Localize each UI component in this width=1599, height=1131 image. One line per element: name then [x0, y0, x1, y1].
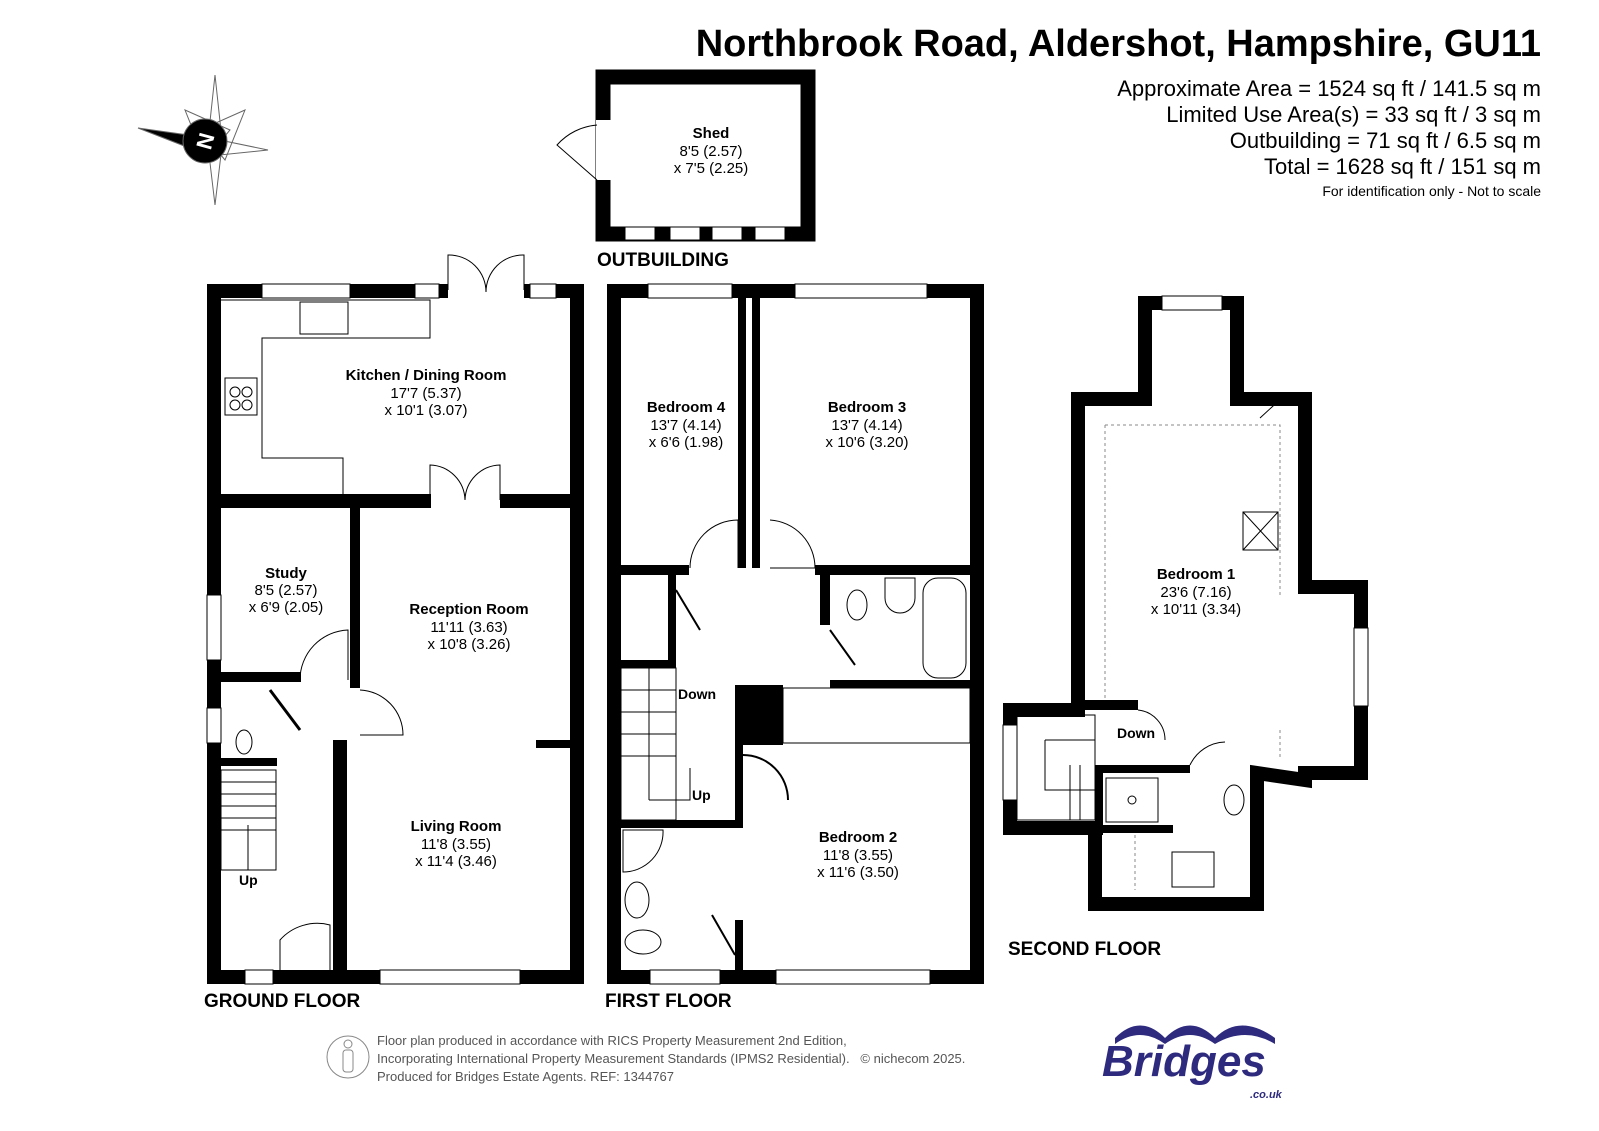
study-dim2: x 6'9 (2.05) [249, 599, 324, 616]
approximate-area: Approximate Area = 1524 sq ft / 141.5 sq… [1117, 76, 1541, 101]
first-stairs [620, 667, 691, 821]
ground-stairs [220, 769, 277, 871]
limited-use-area: Limited Use Area(s) = 33 sq ft / 3 sq m [1166, 102, 1541, 127]
bedroom1-name: Bedroom 1 [1157, 566, 1235, 583]
reception-dim2: x 10'8 (3.26) [428, 636, 511, 653]
study-name: Study [265, 565, 307, 582]
outbuilding-plan: Shed 8'5 (2.57) x 7'5 (2.25) OUTBUILDING [556, 69, 816, 271]
shed-name: Shed [693, 125, 730, 142]
bedroom2-dim2: x 11'6 (3.50) [817, 864, 899, 881]
logo-domain: .co.uk [1250, 1089, 1283, 1101]
second-floor-plan: Down Bedroom 1 23'6 (7.16) x 10'11 (3.34… [1002, 295, 1369, 960]
outbuilding-label: OUTBUILDING [597, 250, 729, 271]
bedroom4-name: Bedroom 4 [647, 399, 726, 416]
bridges-logo: Bridges .co.uk [1100, 1018, 1300, 1107]
footer-line-3: Produced for Bridges Estate Agents. REF:… [377, 1069, 675, 1084]
reception-dim1: 11'11 (3.63) [430, 619, 507, 636]
ground-floor-plan: Up Kitchen / Dining Room 17'7 (5.37) x 1… [204, 254, 584, 1012]
ground-floor-label: GROUND FLOOR [204, 991, 360, 1012]
second-stairs [1016, 714, 1096, 821]
footer-line-1: Floor plan produced in accordance with R… [377, 1033, 847, 1048]
area-summary: Approximate Area = 1524 sq ft / 141.5 sq… [1117, 76, 1541, 202]
bedroom2-name: Bedroom 2 [819, 829, 897, 846]
kitchen-dim2: x 10'1 (3.07) [385, 402, 468, 419]
study-dim1: 8'5 (2.57) [255, 582, 318, 599]
first-floor-plan: Down Up Bedroom 4 13'7 (4.14) x 6'6 (1.9… [605, 283, 984, 1012]
page-title: Northbrook Road, Aldershot, Hampshire, G… [695, 23, 1541, 65]
kitchen-dim1: 17'7 (5.37) [390, 385, 461, 402]
copyright: © nichecom 2025. [860, 1051, 966, 1066]
kitchen-name: Kitchen / Dining Room [346, 367, 507, 384]
shed-dim2: x 7'5 (2.25) [674, 160, 749, 177]
first-stairs-down: Down [678, 686, 716, 702]
person-icon [326, 1035, 370, 1079]
shed-dim1: 8'5 (2.57) [680, 143, 743, 160]
ground-stairs-up: Up [239, 872, 258, 888]
bedroom3-dim1: 13'7 (4.14) [831, 417, 902, 434]
disclaimer: For identification only - Not to scale [1322, 183, 1541, 199]
bedroom2-dim1: 11'8 (3.55) [823, 847, 893, 864]
footer-text: Floor plan produced in accordance with R… [377, 1032, 965, 1086]
bedroom1-dim2: x 10'11 (3.34) [1151, 601, 1241, 618]
bedroom1-dim1: 23'6 (7.16) [1160, 584, 1231, 601]
outbuilding-area: Outbuilding = 71 sq ft / 6.5 sq m [1229, 128, 1541, 153]
total-area: Total = 1628 sq ft / 151 sq m [1264, 154, 1541, 179]
compass-north-label: N [191, 130, 219, 152]
first-floor-label: FIRST FLOOR [605, 991, 732, 1012]
compass-icon: N [137, 74, 269, 206]
bedroom3-dim2: x 10'6 (3.20) [826, 434, 909, 451]
bedroom3-name: Bedroom 3 [828, 399, 906, 416]
first-stairs-up: Up [692, 787, 711, 803]
bedroom4-dim2: x 6'6 (1.98) [649, 434, 724, 451]
living-name: Living Room [411, 818, 502, 835]
bedroom4-dim1: 13'7 (4.14) [650, 417, 721, 434]
logo-brand: Bridges [1102, 1037, 1266, 1086]
living-dim2: x 11'4 (3.46) [415, 853, 497, 870]
footer-line-2: Incorporating International Property Mea… [377, 1051, 850, 1066]
living-dim1: 11'8 (3.55) [421, 836, 491, 853]
second-stairs-down: Down [1117, 725, 1155, 741]
reception-name: Reception Room [409, 601, 528, 618]
second-floor-label: SECOND FLOOR [1008, 939, 1161, 960]
